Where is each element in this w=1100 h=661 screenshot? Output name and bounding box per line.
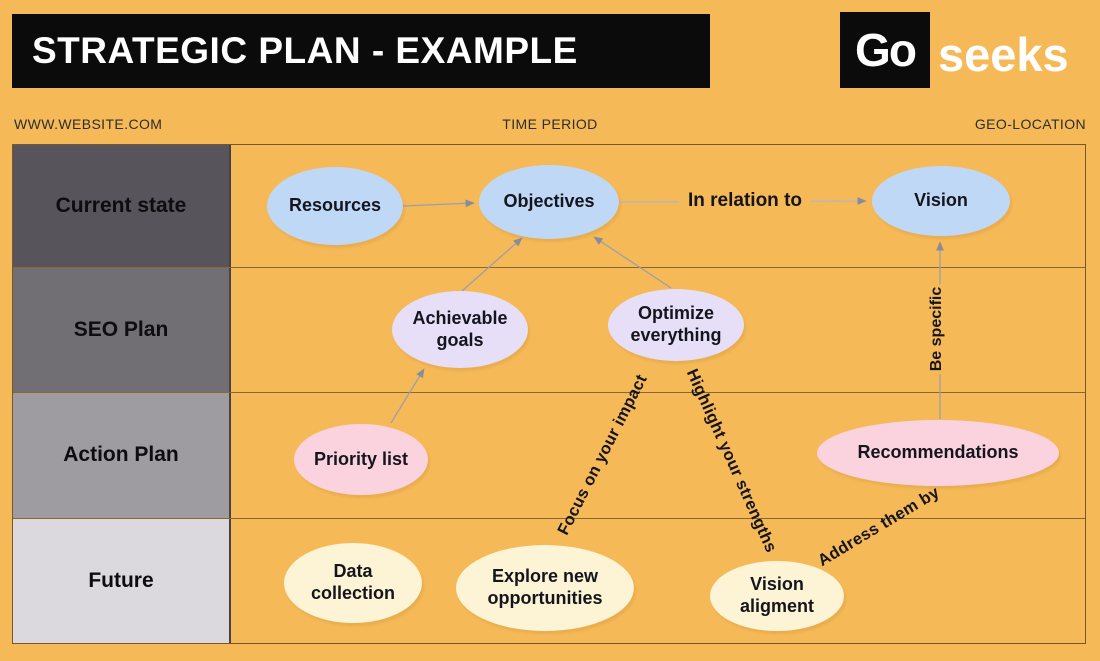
page-title: STRATEGIC PLAN - EXAMPLE: [32, 30, 578, 71]
node-priority-list: Priority list: [294, 424, 428, 495]
node-vision: Vision: [872, 166, 1010, 236]
node-optimize-everything: Optimize everything: [608, 289, 744, 361]
row-label-action-plan: Action Plan: [13, 392, 231, 519]
table-row: Current state: [13, 145, 1085, 268]
table-row: SEO Plan: [13, 267, 1085, 393]
row-label-current-state: Current state: [13, 145, 231, 267]
title-bar: STRATEGIC PLAN - EXAMPLE: [12, 14, 710, 88]
edge-label-be-specific: Be specific: [926, 283, 948, 375]
edge-label-in-relation-to: In relation to: [679, 190, 811, 212]
table-row: Future: [13, 519, 1085, 643]
logo-wordmark: seeks: [938, 28, 1069, 81]
node-achievable-goals: Achievable goals: [392, 291, 528, 368]
node-vision-aligment: Vision aligment: [710, 561, 844, 631]
time-period-label: TIME PERIOD: [502, 116, 598, 132]
node-objectives: Objectives: [479, 165, 619, 239]
plan-table: Current state SEO Plan Action Plan Futur…: [12, 144, 1086, 644]
geo-location-label: GEO-LOCATION: [974, 116, 1086, 132]
website-label: WWW.WEBSITE.COM: [14, 116, 163, 132]
table-row: Action Plan: [13, 392, 1085, 520]
goseeks-logo: Go: [840, 12, 930, 88]
row-label-seo-plan: SEO Plan: [13, 267, 231, 392]
node-data-collection: Data collection: [284, 543, 422, 623]
row-label-future: Future: [13, 519, 231, 643]
logo-mark: Go: [855, 24, 917, 76]
node-explore-new-opportunities: Explore new opportunities: [456, 545, 634, 631]
node-resources: Resources: [267, 167, 403, 245]
node-recommendations: Recommendations: [817, 420, 1059, 486]
